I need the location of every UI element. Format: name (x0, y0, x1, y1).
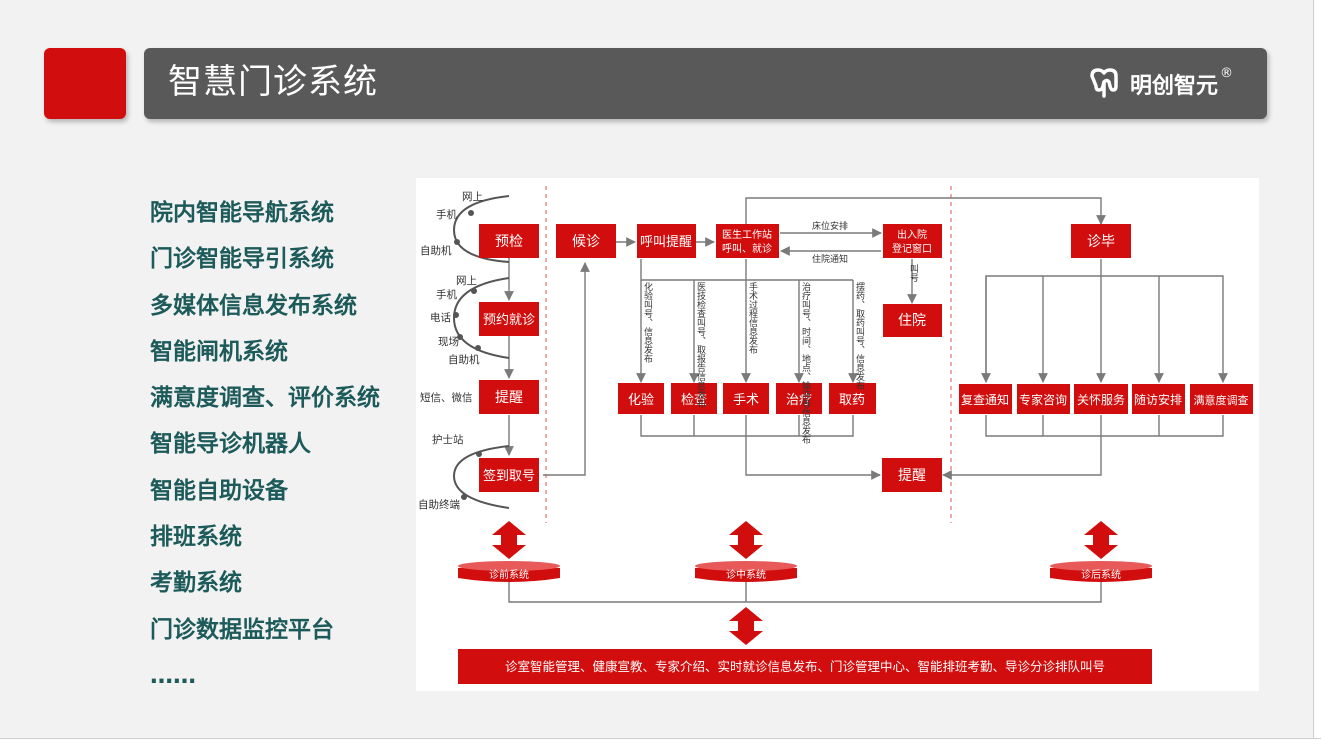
node-expert: 专家咨询 (1019, 392, 1067, 407)
list-item: 智能自助设备 (150, 477, 288, 504)
arrow-connector (985, 275, 1228, 383)
line-connector (640, 415, 854, 437)
node-doctor-station: 医生工作站 (722, 228, 772, 241)
edge-labels: 床位安排 住院通知 (812, 220, 848, 265)
channel-label: 自助机 (420, 244, 452, 257)
brand-name: 明创智元 (1130, 74, 1219, 99)
node-wait: 候诊 (572, 234, 600, 250)
node-therapy: 治疗 (786, 393, 812, 408)
list-item: …… (150, 662, 196, 689)
channel-label: 护士站 (432, 433, 464, 446)
channel-label: 手机 (436, 288, 457, 301)
bidirectional-arrows (492, 521, 1118, 645)
bottom-platform-text: 诊室智能管理、健康宣教、专家介绍、实时就诊信息发布、门诊管理中心、智能排班考勤、… (505, 659, 1105, 674)
node-remind-pre: 提醒 (495, 390, 523, 406)
node-satisfaction: 满意度调查 (1194, 393, 1249, 407)
node-doctor-station-sub: 呼叫、就诊 (722, 242, 772, 255)
stage-dividers (545, 186, 952, 523)
double-arrow-icon (1084, 521, 1118, 559)
annotation-exam: 医技检查叫号、取报告信息发布 (695, 282, 706, 409)
channel-labels: 网上 手机 自助机 网上 手机 电话 现场 自助机 短信、微信 护士站 自助终端 (418, 191, 483, 511)
outpatient-flow-diagram: 网上 手机 自助机 网上 手机 电话 现场 自助机 短信、微信 护士站 自助终端… (418, 186, 1253, 684)
edge-label-bed: 床位安排 (812, 220, 848, 232)
arrow-connector (942, 436, 1102, 480)
frame-right-edge (1313, 0, 1321, 746)
node-admission-window-sub: 登记窗口 (892, 242, 932, 255)
line-connector (508, 582, 1102, 603)
page-title: 智慧门诊系统 (168, 62, 378, 102)
title-bar (144, 48, 1267, 119)
annotation-therapy: 治疗叫号、时间、地点、输液等信息发布 (800, 281, 811, 445)
brand-tooth-icon (1090, 68, 1118, 98)
annotation-surgery: 手术过程信息发布 (747, 281, 758, 355)
list-item: 满意度调查、评价系统 (150, 385, 380, 412)
stage-post: 诊后系统 (1081, 568, 1121, 581)
node-finish: 诊毕 (1087, 234, 1115, 250)
node-surgery: 手术 (733, 393, 759, 408)
arrow-connector (745, 415, 881, 480)
list-item: 门诊数据监控平台 (150, 616, 334, 643)
frame-bottom-edge (0, 738, 1321, 747)
node-followup: 随访安排 (1134, 392, 1182, 407)
registered-mark: ® (1220, 66, 1234, 81)
channel-label: 现场 (438, 335, 459, 348)
node-appointment: 预约就诊 (483, 313, 535, 328)
line-connector (985, 415, 1224, 437)
channel-label: 自助机 (448, 353, 480, 366)
node-care: 关怀服务 (1077, 392, 1125, 407)
line-connector (693, 415, 800, 436)
flow-nodes: 预检 预约就诊 提醒 签到取号 候诊 呼叫提醒 医生工作站 呼叫、就诊 出入院 … (479, 224, 1253, 492)
list-item: 院内智能导航系统 (150, 200, 334, 226)
stage-mid: 诊中系统 (726, 568, 766, 581)
bottom-platform-bar (458, 649, 1152, 684)
node-remind-mid: 提醒 (898, 468, 926, 484)
node-precheck: 预检 (495, 234, 523, 250)
channel-label: 手机 (436, 208, 457, 221)
annotation-call: 叫号 (908, 264, 919, 283)
stage-cylinders: 诊前系统 诊中系统 诊后系统 (458, 561, 1152, 582)
edge-label-notice: 住院通知 (812, 253, 848, 265)
stage-pre: 诊前系统 (489, 568, 529, 581)
channel-label: 短信、微信 (420, 391, 473, 404)
double-arrow-icon (492, 521, 526, 559)
brand-logo: 明创智元 ® (1086, 64, 1233, 104)
channel-label: 网上 (462, 191, 483, 203)
channel-label: 网上 (456, 275, 477, 287)
list-item: 门诊智能导引系统 (150, 246, 334, 273)
list-item: 考勤系统 (150, 570, 242, 597)
node-checkin: 签到取号 (483, 468, 535, 484)
channel-label: 自助终端 (418, 498, 460, 511)
node-call-remind: 呼叫提醒 (640, 234, 692, 250)
arrow-connector (543, 262, 590, 476)
vertical-annotations: 叫号 化验叫号、信息发布 医技检查叫号、取报告信息发布 手术过程信息发布 治疗叫… (642, 264, 919, 445)
system-list: 院内智能导航系统 门诊智能导引系统 多媒体信息发布系统 智能闸机系统 满意度调查… (150, 193, 380, 702)
arc-connector (452, 445, 510, 509)
annotation-lab: 化验叫号、信息发布 (642, 281, 653, 364)
flow-diagram-panel: 网上 手机 自助机 网上 手机 电话 现场 自助机 短信、微信 护士站 自助终端… (416, 178, 1259, 691)
arc-connector (452, 277, 510, 359)
node-recheck: 复查通知 (961, 393, 1009, 407)
accent-block (44, 48, 126, 119)
list-item: 智能导诊机器人 (150, 431, 311, 458)
node-medicine: 取药 (839, 393, 865, 408)
connector-lines (504, 197, 1228, 603)
node-lab: 化验 (628, 392, 654, 408)
node-inpatient: 住院 (898, 313, 926, 329)
list-item: 排班系统 (150, 524, 242, 551)
channel-dots (453, 210, 482, 500)
node-admission-window: 出入院 (897, 228, 927, 241)
arrow-connector (745, 197, 1106, 225)
list-item: 多媒体信息发布系统 (150, 292, 357, 319)
channel-label: 电话 (430, 311, 451, 324)
annotation-medicine: 摆药、取药叫号、信息发布 (854, 281, 865, 391)
line-connector (1042, 415, 1160, 436)
list-item: 智能闸机系统 (150, 338, 288, 365)
double-arrow-icon (729, 607, 763, 645)
node-exam: 检查 (681, 393, 707, 408)
double-arrow-icon (729, 521, 763, 559)
